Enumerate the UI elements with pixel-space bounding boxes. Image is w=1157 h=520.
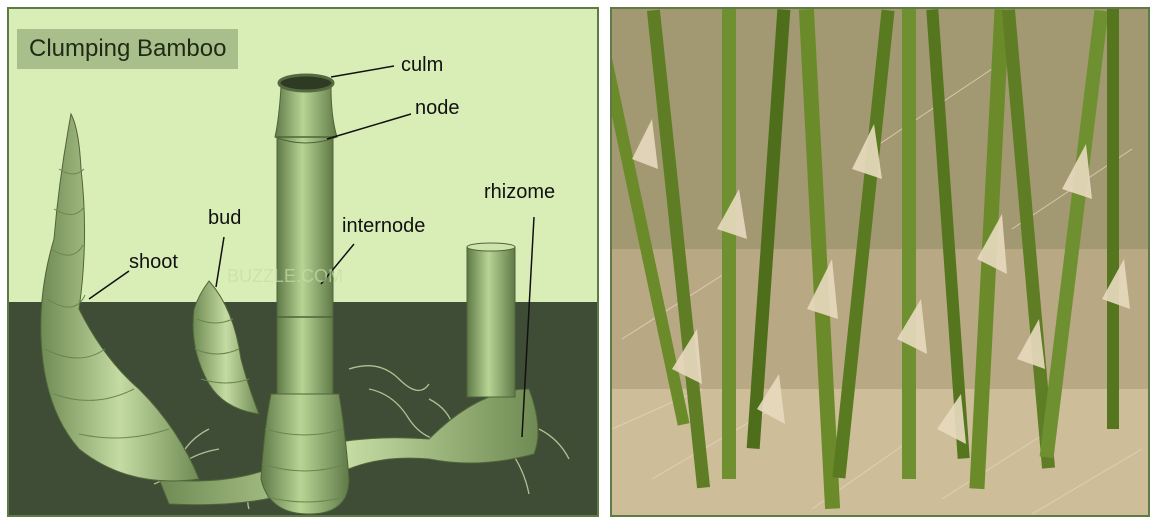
label-internode: internode [342, 215, 425, 237]
diagram-illustration: BUZZLE.COM [9, 9, 597, 515]
watermark-text: BUZZLE.COM [227, 266, 343, 286]
rhizome-stub [467, 247, 515, 397]
diagram-title: Clumping Bamboo [17, 29, 238, 69]
label-rhizome: rhizome [484, 181, 555, 203]
bamboo-diagram-panel: BUZZLE.COM Clumping Bamboo culm node int… [7, 7, 599, 517]
bamboo-grove-photo [612, 9, 1148, 515]
label-culm: culm [401, 54, 443, 76]
culm-top-swelling [275, 87, 337, 143]
label-shoot: shoot [129, 251, 178, 273]
culm-opening [279, 75, 333, 91]
label-bud: bud [208, 207, 241, 229]
bamboo-photo-panel [610, 7, 1150, 517]
culm-base [261, 394, 349, 514]
label-node: node [415, 97, 460, 119]
